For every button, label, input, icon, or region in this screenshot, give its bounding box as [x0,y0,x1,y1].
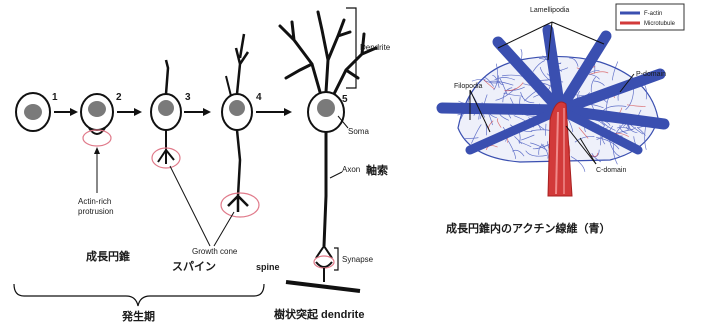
actin-filament [520,91,535,104]
actin-filament [593,80,605,86]
stage-5-neuron [278,10,378,293]
synapse-bracket [334,247,339,271]
actin-filament [492,74,500,88]
actin-filament [471,78,486,82]
developmental-period-brace [13,283,265,307]
actin-filament [626,104,646,107]
actin-filament [538,144,545,155]
actin-filament [502,87,513,103]
actin-filament [494,77,515,81]
actin-filament [530,142,548,151]
actin-filament [608,138,620,157]
actin-filament [616,126,630,129]
postsynaptic-dendrite [285,280,361,293]
right-panel-caption: 成長円錐内のアクチン線維（青） [446,221,610,235]
dendrite-label: Dendrite [360,43,391,52]
actin-filament [483,79,495,90]
actin-filament [578,127,589,139]
actin-filament [520,134,535,141]
left-panel: 1 2 Actin-rich protrusion [13,7,391,323]
arrow-actin-rich [94,147,100,193]
actin-filament [574,135,595,143]
spine-jp-label: スパイン [172,260,216,273]
actin-filament [512,149,525,157]
actin-filament [508,86,525,91]
growth-cone-label: Growth cone [192,247,238,256]
arrow-1-2 [54,108,78,116]
actin-filament [569,57,579,67]
stage-3-number: 3 [185,92,191,103]
stage-2-number: 2 [116,92,122,103]
actin-filament [499,78,508,94]
actin-rich-label-line2: protrusion [78,207,114,216]
lamellipodia-label: Lamellipodia [530,7,569,14]
actin-filament [489,80,514,86]
dendrite-bracket [346,7,357,89]
arrow-2-3 [117,108,142,116]
growth-cone-highlight-3 [151,147,181,169]
actin-filament [465,137,479,139]
legend-factin-label: F-actin [644,11,662,17]
developmental-period-label: 発生期 [121,309,155,323]
actin-filament [518,141,532,148]
arrow-3-4 [184,108,211,116]
actin-filament [484,77,494,87]
axon-jp-label: 軸索 [366,163,388,177]
stage-1-cell [15,92,51,132]
p-domain-label: P-domain [636,71,666,78]
stage-2-cell [80,93,114,147]
arrow-4-5 [256,108,292,116]
right-panel: F-actin Microtubule [436,3,685,235]
actin-filament [611,61,619,81]
actin-filament [595,120,605,126]
dendrite-bottom-label: 樹状突起 dendrite [274,307,364,321]
right-panel-pointers [469,21,635,165]
axon-label: Axon [342,165,360,174]
growth-cone-pointers [169,165,235,247]
actin-filament [602,105,627,112]
growth-cone-jp-label: 成長円錐 [86,249,130,263]
stage-1-number: 1 [52,92,58,103]
stage-4-cell [220,33,260,218]
stage-5-number: 5 [342,94,348,105]
soma-label: Soma [348,127,369,136]
actin-rich-label-line1: Actin-rich [78,197,111,206]
actin-filament [590,76,596,93]
actin-filament [589,71,609,75]
actin-filament [493,63,499,91]
stage-3-cell [150,59,182,169]
actin-filament [532,60,546,72]
actin-filament [545,123,547,136]
actin-filament [619,124,628,134]
actin-rich-protrusion-highlight [82,129,112,147]
actin-filament [570,156,586,172]
synapse-label: Synapse [342,255,374,264]
legend-microtubule-label: Microtubule [644,21,676,27]
axon-pointer [329,171,343,179]
actin-filament [525,150,547,157]
actin-filament [636,126,646,137]
stage-4-number: 4 [256,92,262,103]
actin-filament [504,82,524,92]
c-domain-label: C-domain [596,167,626,174]
actin-filament [471,124,482,144]
microtubule-bundle [547,101,573,197]
actin-filament [591,153,602,163]
actin-filament [507,140,516,159]
soma-pointer [337,115,349,129]
actin-filament [590,149,600,158]
legend: F-actin Microtubule [615,3,685,31]
actin-filament [497,75,504,86]
spine-label: spine [256,262,280,272]
actin-filament [496,118,502,128]
filopodia-label: Filopodia [454,83,483,90]
growth-cone-highlight-4 [220,192,260,218]
